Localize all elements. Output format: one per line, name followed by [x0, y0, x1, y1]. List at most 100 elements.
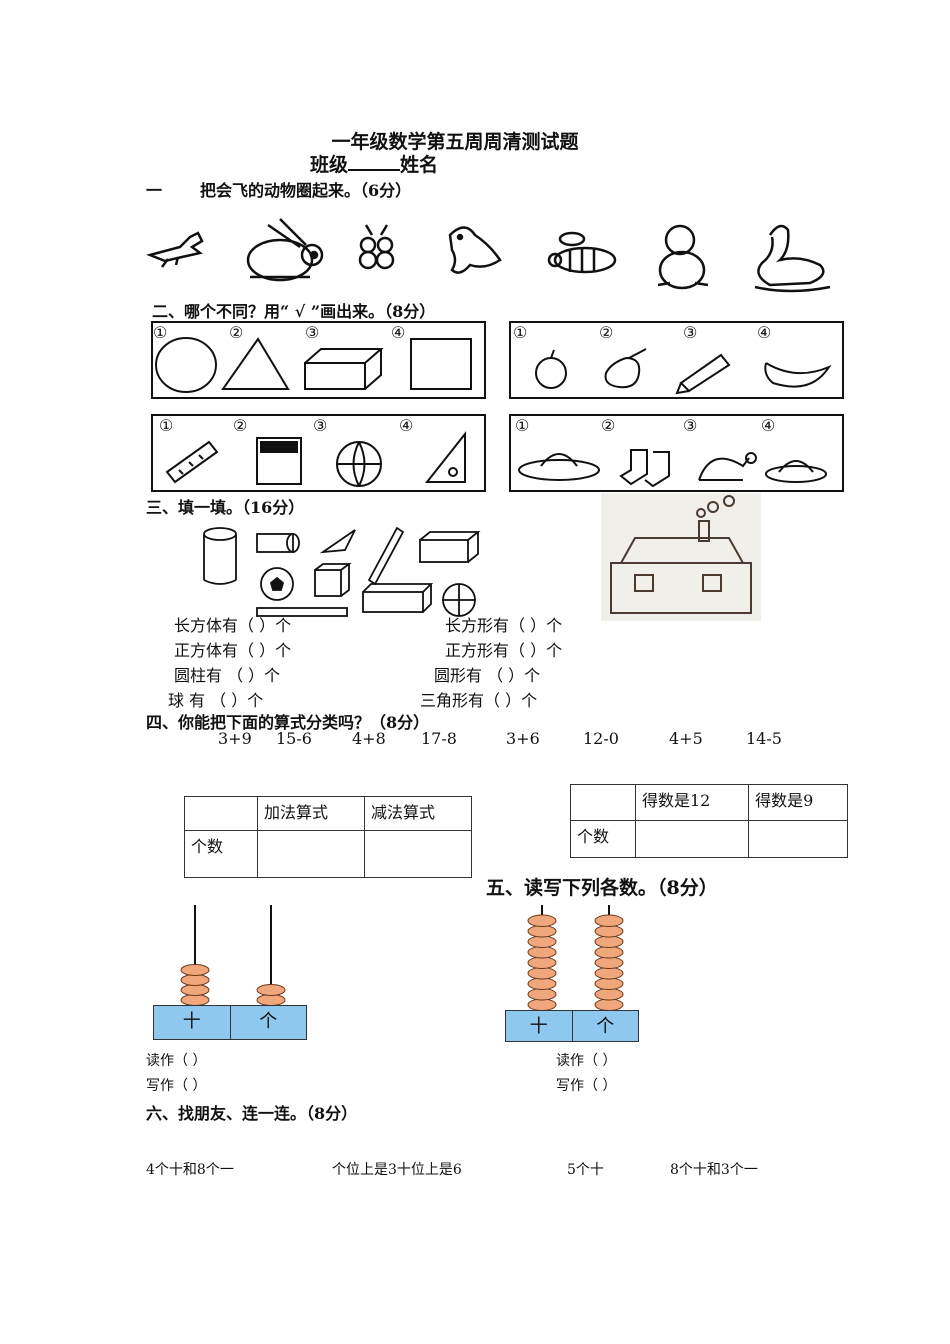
chimney-icon	[698, 520, 710, 542]
expression-5: 3+6	[506, 729, 540, 748]
ones-bead	[594, 946, 624, 959]
match-item-4[interactable]: 8个十和3个一	[670, 1162, 758, 1178]
banana-icon	[764, 362, 832, 388]
section5-heading: 五、读写下列各数。（8分）	[486, 877, 718, 899]
count-rectangle: 长方形有（ ）个	[445, 616, 563, 635]
ones-bead	[594, 914, 624, 927]
roof-icon	[619, 537, 745, 564]
count-sphere: 球 有 （ ）个	[168, 691, 264, 710]
bear-icon	[657, 224, 709, 290]
group-stationery: ① ② ③ ④	[151, 414, 486, 492]
straw-hat-icon	[765, 460, 827, 483]
answer-addition-cell[interactable]	[257, 830, 365, 878]
abacus-1-base: 十 个	[153, 1005, 307, 1040]
ones-bead	[594, 988, 624, 1001]
ones-label: 个	[596, 1016, 615, 1037]
set-square-icon	[424, 431, 466, 483]
count-cylinder: 圆柱有 （ ）个	[174, 666, 281, 685]
ones-bead	[256, 984, 286, 996]
swan-icon	[754, 224, 831, 293]
expression-2: 15-6	[276, 729, 312, 748]
ones-bead	[594, 925, 624, 938]
marker-1: ①	[153, 323, 168, 342]
match-item-1[interactable]: 4个十和8个一	[146, 1162, 234, 1178]
classify-table: 加法算式 减法算式 个数	[184, 796, 472, 878]
tens-bead	[527, 998, 557, 1011]
tens-bead	[527, 946, 557, 959]
abacus-2-base: 十 个	[505, 1010, 639, 1042]
tens-bead	[527, 967, 557, 980]
marker-4: ④	[391, 323, 406, 342]
student-info: 班级姓名	[310, 150, 438, 177]
section2-heading: 二、哪个不同？用“ √ ”画出来。（8分）	[152, 302, 436, 321]
marker-4: ④	[399, 416, 414, 435]
marker-4: ④	[761, 416, 776, 435]
marker-3: ③	[305, 323, 320, 342]
read-answer-1[interactable]: 读作（ ）	[146, 1053, 207, 1069]
name-label: 姓名	[400, 154, 439, 176]
write-answer-2[interactable]: 写作（ ）	[556, 1078, 617, 1094]
abacus-2-rods	[527, 905, 624, 1011]
abacus-1-rods	[180, 905, 286, 1006]
ones-bead	[594, 935, 624, 948]
tens-bead	[527, 925, 557, 938]
ones-bead	[594, 967, 624, 980]
stick-icon	[367, 526, 405, 586]
header-result-9: 得数是9	[748, 784, 848, 821]
match-item-3[interactable]: 5个十	[567, 1162, 604, 1178]
row-label-count: 个数	[570, 820, 636, 858]
tens-bead	[180, 994, 210, 1006]
pencil-icon	[675, 353, 731, 395]
tens-label: 十	[506, 1011, 573, 1041]
marker-3: ③	[313, 416, 328, 435]
flat-box-icon	[362, 583, 434, 613]
marker-3: ③	[683, 416, 698, 435]
window-right-icon	[702, 574, 722, 592]
write-answer-1[interactable]: 写作（ ）	[146, 1078, 207, 1094]
bird-icon	[146, 231, 204, 268]
cylinder-lying-icon	[256, 533, 300, 553]
page-title: 一年级数学第五周周清测试题	[331, 131, 579, 153]
wall-icon	[610, 562, 752, 614]
group-fruits: ① ② ③ ④	[509, 321, 844, 399]
count-cube: 正方体有（ ）个	[174, 641, 292, 660]
pear-icon	[604, 348, 647, 389]
tens-bead	[527, 914, 557, 927]
section1-heading: 把会飞的动物圈起来。（6分）	[200, 181, 412, 200]
expression-3: 4+8	[352, 729, 386, 748]
window-left-icon	[634, 574, 654, 592]
expression-7: 4+5	[669, 729, 703, 748]
tens-label: 十	[154, 1006, 231, 1039]
solids-illustration	[203, 526, 481, 617]
count-square: 正方形有（ ）个	[445, 641, 563, 660]
box-icon	[419, 531, 481, 563]
tens-bead	[527, 956, 557, 969]
triangle-piece-icon	[319, 529, 356, 554]
marker-2: ②	[229, 323, 244, 342]
tens-bead	[180, 984, 210, 996]
square-shape-icon	[410, 338, 472, 390]
answer-result-12-cell[interactable]	[634, 820, 750, 858]
marker-4: ④	[757, 323, 772, 342]
house-picture	[601, 493, 761, 621]
abacus-1: 十 个	[153, 905, 308, 1040]
class-blank	[348, 169, 401, 171]
read-answer-2[interactable]: 读作（ ）	[556, 1053, 617, 1069]
header-addition: 加法算式	[257, 796, 365, 831]
animal-row	[146, 218, 831, 293]
answer-subtraction-cell[interactable]	[364, 830, 472, 878]
section1-number: 一	[146, 181, 163, 200]
ball-icon	[336, 441, 382, 487]
sun-hat-icon	[518, 453, 600, 481]
triangle-shape-icon	[221, 337, 290, 390]
tens-bead	[180, 974, 210, 986]
circle-shape-icon	[155, 337, 217, 393]
expression-1: 3+9	[218, 729, 252, 748]
marker-2: ②	[599, 323, 614, 342]
match-item-2[interactable]: 个位上是3十位上是6	[332, 1162, 462, 1178]
marker-1: ①	[515, 416, 530, 435]
answer-result-9-cell[interactable]	[748, 820, 848, 858]
header-result-12: 得数是12	[634, 784, 750, 821]
rod-icon	[256, 607, 348, 617]
section4-heading: 四、你能把下面的算式分类吗？（8分）	[146, 713, 430, 732]
